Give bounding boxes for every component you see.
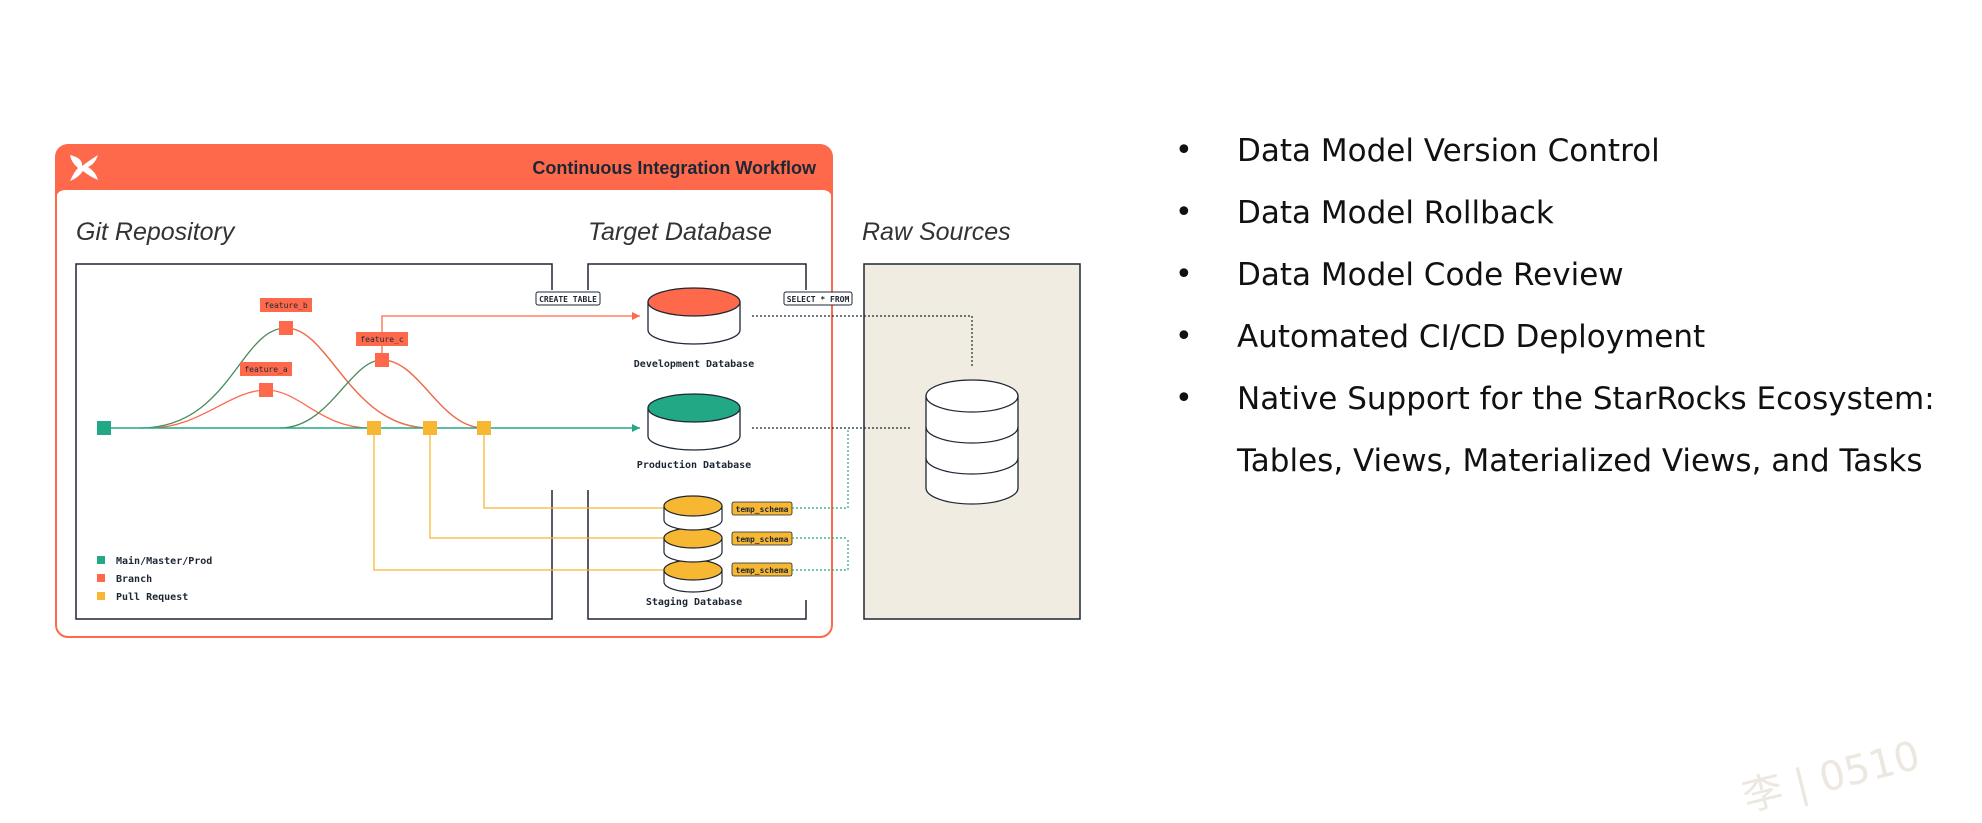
production-database-icon (647, 393, 741, 451)
feature-bullet-list: • Data Model Version Control • Data Model … (1175, 120, 1935, 492)
staging-database-label: Staging Database (646, 596, 742, 608)
bullet-item: • Native Support for the StarRocks Ecosys… (1175, 368, 1935, 492)
bullet-text: Data Model Code Review (1237, 257, 1624, 293)
bullet-text: Native Support for the StarRocks Ecosyst… (1237, 381, 1935, 417)
create-table-label: CREATE TABLE (539, 295, 597, 304)
branch-commit (375, 353, 389, 367)
pull-request-lines (373, 428, 664, 571)
bullet-item: • Automated CI/CD Deployment (1175, 306, 1935, 368)
schema-label: temp_schema (736, 505, 789, 514)
bullet-dot-icon: • (1175, 257, 1193, 292)
bullet-dot-icon: • (1175, 133, 1193, 168)
branch-label: feature_a (244, 365, 288, 374)
bullet-text: Automated CI/CD Deployment (1237, 319, 1706, 355)
branch-commit (279, 321, 293, 335)
schema-label: temp_schema (736, 535, 789, 544)
legend-swatch (97, 592, 105, 600)
legend-label: Branch (116, 574, 152, 585)
dbt-logo-icon (70, 155, 98, 181)
development-database-label: Development Database (634, 359, 754, 370)
bullet-item: • Data Model Code Review (1175, 244, 1935, 306)
bullet-dot-icon: • (1175, 319, 1193, 354)
branch-label: feature_b (264, 301, 308, 310)
pull-request-commit (477, 421, 491, 435)
target-database-title: Target Database (588, 218, 772, 246)
legend-label: Pull Request (116, 592, 188, 603)
legend-swatch (97, 574, 105, 582)
raw-sources-panel (863, 263, 1081, 620)
legend-swatch (97, 556, 105, 564)
branch-label: feature_c (360, 335, 404, 344)
watermark: 李 | 0510 (1738, 732, 1925, 822)
bullet-text: Data Model Rollback (1237, 195, 1554, 231)
development-database-icon (647, 287, 741, 345)
main-commit (97, 421, 111, 435)
raw-sources-title: Raw Sources (862, 218, 1011, 246)
legend: Main/Master/Prod Branch Pull Request (97, 555, 212, 603)
bullet-item: • Data Model Rollback (1175, 182, 1935, 244)
ci-workflow-diagram: Continuous Integration Workflow Git Repo… (55, 144, 1081, 638)
bullet-text: Data Model Version Control (1237, 133, 1660, 169)
bullet-dot-icon: • (1175, 195, 1193, 230)
bullet-continuation: Tables, Views, Materialized Views, and T… (1237, 443, 1923, 479)
workflow-header (56, 145, 832, 188)
bullet-dot-icon: • (1175, 381, 1193, 416)
raw-source-connectors (752, 315, 973, 429)
select-from-label: SELECT * FROM (787, 295, 850, 304)
schema-label: temp_schema (736, 566, 789, 575)
workflow-title: Continuous Integration Workflow (532, 158, 817, 178)
raw-sources-database-icon (925, 379, 1019, 505)
production-database-label: Production Database (637, 459, 751, 471)
branch-commit (259, 383, 273, 397)
pull-request-commit (367, 421, 381, 435)
staging-database-icon (663, 495, 723, 593)
bullet-item: • Data Model Version Control (1175, 120, 1935, 182)
pull-request-commit (423, 421, 437, 435)
legend-label: Main/Master/Prod (116, 555, 212, 567)
git-repository-title: Git Repository (76, 218, 236, 246)
